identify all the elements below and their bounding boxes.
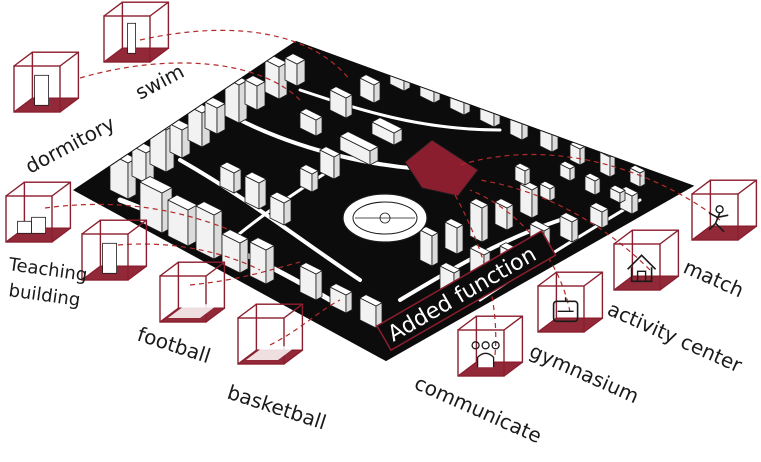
court-icon (246, 346, 297, 360)
building-block (584, 172, 601, 196)
building-block (204, 97, 226, 135)
function-cube (613, 229, 680, 291)
function-cube (13, 51, 80, 113)
building-block (284, 53, 306, 87)
building-cluster (109, 53, 646, 329)
building-block (371, 117, 403, 146)
building-block (244, 75, 266, 111)
building-block (479, 86, 501, 128)
building-block (264, 55, 288, 100)
runner-icon (708, 205, 729, 233)
function-cubes (5, 1, 758, 377)
building-block (299, 108, 323, 137)
function-cube (537, 271, 604, 333)
building-block (269, 191, 292, 226)
pool-icon (127, 22, 136, 54)
building-block (469, 198, 489, 243)
building-block (569, 140, 586, 166)
building-block (559, 212, 579, 243)
building-block (359, 294, 383, 329)
building-block (514, 162, 531, 186)
sports-field (342, 193, 428, 243)
function-cube (159, 261, 226, 323)
building-block (299, 164, 319, 193)
label-basketball: basketball (224, 380, 329, 434)
people-bulbs-icon (471, 341, 500, 368)
building-block (329, 86, 353, 119)
building-block (339, 131, 379, 166)
label-dormitory: dormitory (21, 111, 119, 178)
building-block (494, 198, 514, 231)
building-block (169, 119, 191, 159)
field-icon (168, 304, 219, 318)
label-swim: swim (131, 59, 188, 105)
building-block (519, 180, 539, 219)
function-cube (457, 315, 524, 377)
building-block (444, 218, 464, 255)
building-block (539, 180, 556, 202)
building-block (319, 146, 341, 180)
label-activity-center: activity center (604, 297, 746, 378)
building-block (609, 184, 626, 204)
function-cube (5, 181, 72, 243)
building-block (419, 226, 439, 267)
house-icon (627, 254, 657, 283)
building-block (299, 262, 323, 301)
tower-icon (34, 74, 49, 106)
blocks-icon (17, 216, 47, 234)
building-block (167, 194, 198, 247)
label-football: football (134, 322, 213, 368)
label-match: match (680, 255, 748, 303)
building-block (249, 237, 275, 285)
label-communicate: communicate (411, 371, 545, 448)
added-function-site (404, 139, 479, 197)
building-block (389, 56, 411, 92)
building-block (559, 160, 576, 182)
building-block (589, 202, 609, 229)
function-cube (691, 179, 758, 241)
building-block (599, 148, 616, 178)
building-block (139, 176, 173, 234)
function-cube (103, 1, 170, 63)
building-block (195, 201, 223, 260)
function-cube (81, 219, 148, 281)
building-block (329, 283, 353, 314)
building-block (419, 64, 441, 104)
tower-icon (102, 242, 117, 274)
label-gymnasium: gymnasium (526, 339, 643, 409)
label-teaching-line2: building (7, 280, 81, 311)
function-cube (237, 303, 304, 365)
building-block (221, 229, 249, 274)
building-block (244, 171, 267, 210)
building-block (219, 161, 242, 194)
building-block (359, 74, 381, 104)
treadmill-icon (552, 297, 579, 323)
